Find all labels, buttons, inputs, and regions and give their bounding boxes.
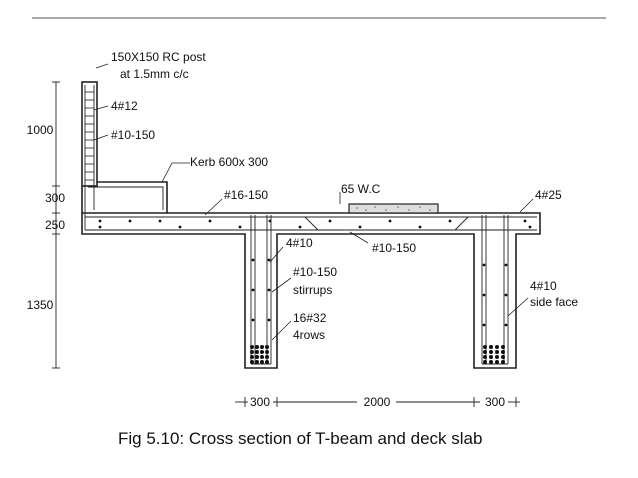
dim-web-width-right: 300 bbox=[485, 395, 505, 409]
wearing-coat-block bbox=[348, 203, 439, 214]
wearing-coat-hatch bbox=[356, 206, 431, 211]
label-slab-bottom: #10-150 bbox=[372, 241, 416, 255]
structure-outline bbox=[81, 81, 541, 369]
label-stirrups: stirrups bbox=[293, 283, 332, 297]
figure-caption: Fig 5.10: Cross section of T-beam and de… bbox=[118, 429, 482, 448]
label-side-bars: 4#10 bbox=[530, 279, 557, 293]
right-beam-side-bars bbox=[482, 263, 508, 327]
slab-crank-bar-2 bbox=[454, 216, 469, 231]
label-web-bars: 4#10 bbox=[286, 236, 313, 250]
label-main-bars: 16#32 bbox=[293, 311, 327, 325]
label-corner-bars: 4#25 bbox=[535, 188, 562, 202]
dim-post-height: 1000 bbox=[27, 123, 54, 137]
left-beam-side-bars bbox=[251, 258, 271, 322]
dim-beam-spacing: 2000 bbox=[364, 395, 391, 409]
post-ties bbox=[85, 91, 94, 181]
label-post: 150X150 RC post bbox=[111, 50, 206, 64]
horizontal-dimension-line bbox=[235, 397, 520, 407]
label-post-ties: #10-150 bbox=[111, 128, 155, 142]
label-wearing-coat: 65 W.C bbox=[341, 182, 381, 196]
reinforcement bbox=[84, 85, 537, 365]
dim-slab-thickness: 250 bbox=[45, 218, 65, 232]
vertical-dimension-line bbox=[52, 81, 60, 369]
label-side-face: side face bbox=[530, 295, 578, 309]
leader-lines bbox=[93, 63, 534, 341]
kerb-reinforcement bbox=[88, 186, 164, 210]
rc-post bbox=[81, 81, 98, 187]
slab-bar-dots bbox=[98, 219, 532, 229]
right-beam-stirrups bbox=[481, 215, 509, 365]
label-slab-top: #16-150 bbox=[224, 188, 268, 202]
left-beam-main-bars bbox=[250, 345, 269, 364]
label-kerb: Kerb 600x 300 bbox=[190, 155, 268, 169]
label-stirrups-spacing: #10-150 bbox=[293, 265, 337, 279]
label-post-spacing: at 1.5mm c/c bbox=[120, 67, 189, 81]
slab-crank-bar-1 bbox=[304, 216, 319, 231]
deck-slab-outline bbox=[81, 212, 541, 369]
dim-web-width-left: 300 bbox=[250, 395, 270, 409]
label-post-bars: 4#12 bbox=[111, 99, 138, 113]
dim-web-depth: 1350 bbox=[27, 298, 54, 312]
label-main-rows: 4rows bbox=[293, 328, 325, 342]
left-beam-stirrups bbox=[250, 215, 272, 365]
right-beam-main-bars bbox=[483, 345, 505, 364]
dim-kerb-height: 300 bbox=[45, 191, 65, 205]
